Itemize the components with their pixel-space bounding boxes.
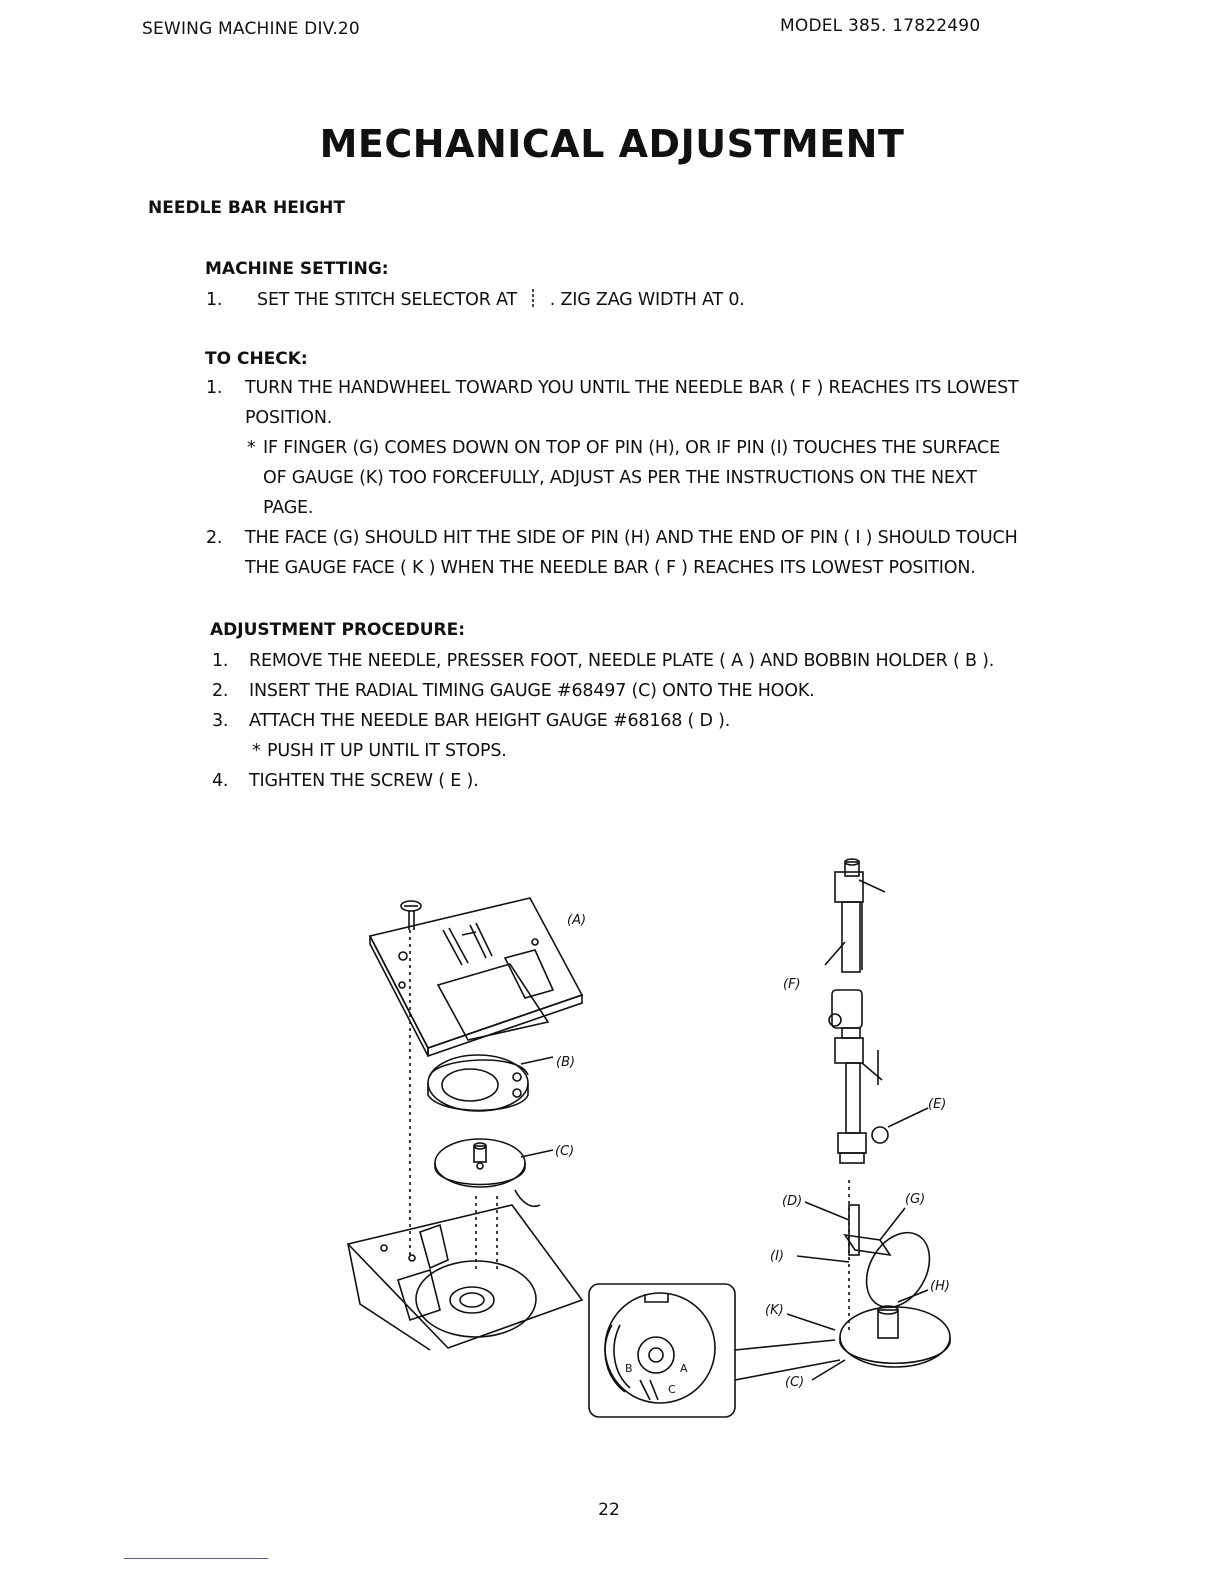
adjustment-item-2: INSERT THE RADIAL TIMING GAUGE #68497 (C… <box>249 681 815 701</box>
to-check-note-line-2: OF GAUGE (K) TOO FORCEFULLY, ADJUST AS P… <box>263 468 977 488</box>
label-a: (A) <box>567 913 586 928</box>
to-check-heading: TO CHECK: <box>205 349 308 369</box>
adjustment-item-2-num: 2. <box>212 681 229 701</box>
item-number: 1. <box>206 290 223 310</box>
label-i: (I) <box>770 1249 784 1264</box>
inset-detail <box>588 1283 841 1418</box>
adjustment-item-1-num: 1. <box>212 651 229 671</box>
adjustment-item-4: TIGHTEN THE SCREW ( E ). <box>249 771 479 791</box>
hook-assembly-icon <box>346 1189 584 1351</box>
header-left: SEWING MACHINE DIV.20 <box>142 19 360 39</box>
straight-stitch-icon <box>522 288 544 310</box>
gauge-disc-icon <box>786 1289 951 1381</box>
header-right: MODEL 385. 17822490 <box>780 16 981 36</box>
label-g: (G) <box>905 1192 925 1207</box>
to-check-note-line-1: IF FINGER (G) COMES DOWN ON TOP OF PIN (… <box>263 438 1000 458</box>
inset-label-c: C <box>668 1383 676 1396</box>
inset-label-b: B <box>625 1362 633 1375</box>
adjustment-note-bullet: * <box>252 741 261 761</box>
page-number: 22 <box>598 1500 620 1520</box>
adjustment-item-1: REMOVE THE NEEDLE, PRESSER FOOT, NEEDLE … <box>249 651 995 671</box>
label-c: (C) <box>555 1144 574 1159</box>
adjustment-item-3: ATTACH THE NEEDLE BAR HEIGHT GAUGE #6816… <box>249 711 731 731</box>
to-check-item-1-line-2: POSITION. <box>245 408 333 428</box>
to-check-item-1-num: 1. <box>206 378 223 398</box>
adjustment-item-3-num: 3. <box>212 711 229 731</box>
adjustment-item-4-num: 4. <box>212 771 229 791</box>
needle-plate-icon <box>368 897 584 1058</box>
machine-setting-item-1: 1. SET THE STITCH SELECTOR AT . ZIG ZAG … <box>206 288 745 310</box>
item-text: SET THE STITCH SELECTOR AT <box>257 290 517 310</box>
to-check-item-2-line-2: THE GAUGE FACE ( K ) WHEN THE NEEDLE BAR… <box>245 558 976 578</box>
bobbin-holder-icon <box>427 1054 529 1112</box>
to-check-note-bullet: * <box>247 438 256 458</box>
machine-setting-heading: MACHINE SETTING: <box>205 259 389 279</box>
underline-divider <box>124 1558 268 1559</box>
timing-gauge-icon <box>434 1138 526 1188</box>
page-title: MECHANICAL ADJUSTMENT <box>319 122 905 166</box>
label-k: (K) <box>765 1303 784 1318</box>
label-h: (H) <box>930 1279 950 1294</box>
item-text-after: . ZIG ZAG WIDTH AT 0. <box>549 290 745 310</box>
alignment-guides <box>409 930 850 1330</box>
label-d: (D) <box>782 1194 802 1209</box>
height-gauge-icon <box>796 1201 931 1309</box>
section-heading: NEEDLE BAR HEIGHT <box>148 198 345 218</box>
label-b: (B) <box>556 1055 575 1070</box>
to-check-item-2-line-1: THE FACE (G) SHOULD HIT THE SIDE OF PIN … <box>245 528 1018 548</box>
inset-label-a: A <box>680 1362 688 1375</box>
adjustment-heading: ADJUSTMENT PROCEDURE: <box>210 620 466 640</box>
label-c-2: (C) <box>785 1375 804 1390</box>
label-f: (F) <box>783 977 801 992</box>
label-e: (E) <box>928 1097 946 1112</box>
needle-bar-icon <box>824 858 929 1164</box>
adjustment-note: PUSH IT UP UNTIL IT STOPS. <box>267 741 507 761</box>
to-check-note-line-3: PAGE. <box>263 498 314 518</box>
to-check-item-2-num: 2. <box>206 528 223 548</box>
to-check-item-1-line-1: TURN THE HANDWHEEL TOWARD YOU UNTIL THE … <box>245 378 1019 398</box>
